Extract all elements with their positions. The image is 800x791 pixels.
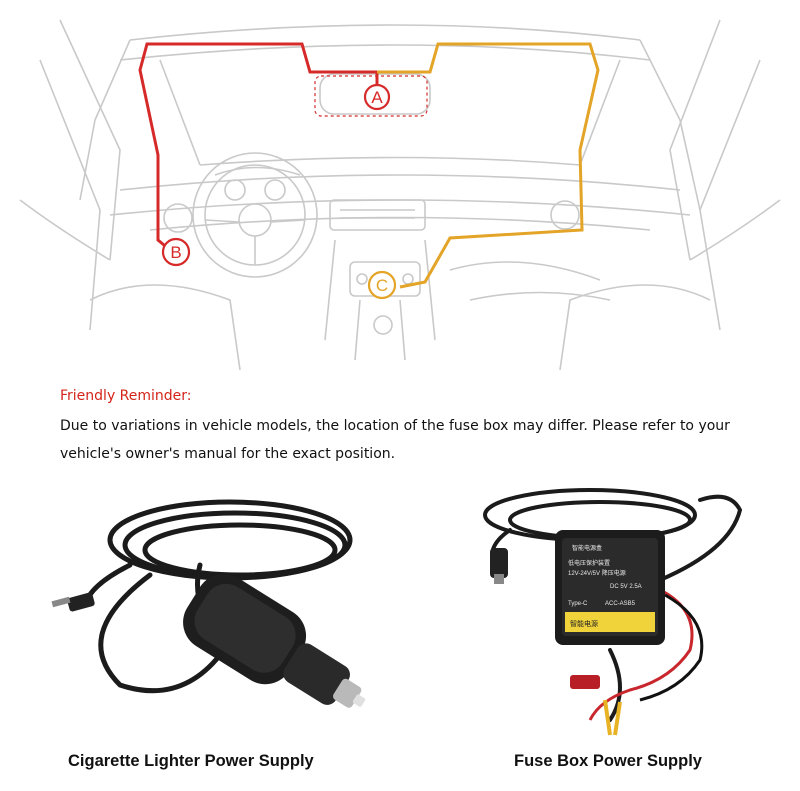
marker-b: B (161, 237, 191, 267)
reminder-body: Due to variations in vehicle models, the… (60, 418, 730, 462)
marker-a: A (363, 83, 391, 111)
fusebox-label-line-1: 智能电源盒 (572, 544, 602, 552)
orange-wire-route (377, 42, 600, 289)
fuse-box-caption: Fuse Box Power Supply (514, 752, 702, 770)
red-wire-route (138, 42, 379, 252)
svg-text:C: C (376, 276, 388, 295)
mirror-mount-area (314, 75, 428, 117)
fusebox-label-line-7: 智能电源 (570, 619, 598, 628)
fusebox-label-line-6: ACC-ASB5 (605, 601, 636, 607)
fuse-box-kit-image: 智能电源盒 低电压保护装置 12V-24V/5V 降压电源 DC 5V 2.5A… (483, 488, 743, 736)
fusebox-label-line-4: DC 5V 2.5A (610, 584, 642, 590)
fusebox-label-line-5: Type-C (568, 601, 588, 607)
fusebox-label-line-2: 低电压保护装置 (568, 559, 610, 567)
svg-text:B: B (170, 243, 181, 262)
svg-text:A: A (371, 88, 383, 107)
cigarette-lighter-caption: Cigarette Lighter Power Supply (68, 752, 314, 770)
marker-c: C (367, 270, 397, 300)
reminder-title: Friendly Reminder: (60, 388, 192, 404)
car-interior-lineart (19, 19, 781, 371)
cigarette-lighter-adapter-image (51, 499, 366, 708)
fusebox-label-line-3: 12V-24V/5V 降压电源 (568, 569, 626, 577)
car-wiring-diagram: A B C (19, 19, 781, 371)
